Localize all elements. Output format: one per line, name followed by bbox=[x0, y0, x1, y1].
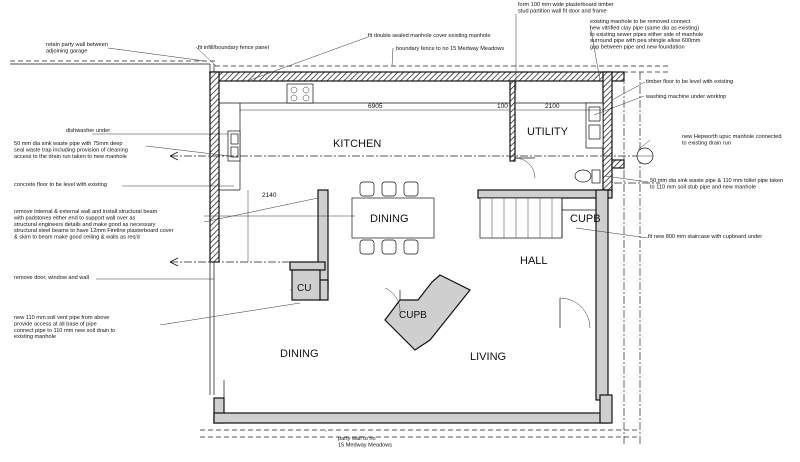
dim-dining-depth: 2140 bbox=[262, 192, 277, 199]
staircase bbox=[479, 197, 596, 239]
note-sink-waste: 50 mm dia sink waste pipe with 75mm deep… bbox=[14, 141, 128, 160]
room-dining-lower: DINING bbox=[280, 348, 319, 360]
kitchen-worktops bbox=[219, 83, 604, 191]
cu-cabinet bbox=[291, 269, 321, 301]
living-cupboard bbox=[384, 274, 471, 351]
note-remove-internal-wall: remove internal & external wall and inst… bbox=[13, 209, 174, 241]
room-hall: HALL bbox=[520, 255, 548, 267]
dimension-labels: 6905 100 2100 2140 bbox=[262, 103, 560, 199]
dining-table bbox=[351, 181, 435, 255]
dim-utility-width: 2100 bbox=[545, 103, 560, 110]
dim-kitchen-short: 100 bbox=[497, 103, 508, 110]
boundary-lines bbox=[10, 60, 670, 445]
room-living: LIVING bbox=[470, 351, 506, 363]
room-utility: UTILITY bbox=[527, 126, 569, 138]
note-washing-machine: washing machine under worktop bbox=[645, 94, 726, 100]
note-new-staircase: fit new 800 mm staircase with cupboard u… bbox=[648, 234, 762, 240]
note-concrete-floor: concrete floor to be level with existing bbox=[14, 182, 107, 188]
room-cupb-living: CUPB bbox=[399, 310, 427, 321]
room-labels: KITCHEN UTILITY DINING CUPB HALL CU CUPB… bbox=[280, 126, 601, 363]
room-dining-upper: DINING bbox=[370, 213, 409, 225]
utility-partition bbox=[509, 80, 536, 179]
note-double-sealed-manhole: fit double sealed manhole cover existing… bbox=[368, 33, 491, 39]
note-boundary-fence: boundary fence to no 15 Medway Meadows bbox=[396, 46, 504, 52]
leader-lines bbox=[92, 14, 651, 432]
existing-walls bbox=[213, 189, 613, 424]
note-timber-floor: timber floor to be level with existing bbox=[646, 79, 733, 85]
drain-run bbox=[169, 147, 660, 284]
note-fit-infill-fence: fit infill/boundary fence panel bbox=[198, 45, 269, 51]
room-cupb-hall: CUPB bbox=[570, 213, 601, 225]
room-kitchen: KITCHEN bbox=[333, 138, 381, 150]
room-cu: CU bbox=[297, 283, 311, 294]
note-remove-door: remove door, window and wall bbox=[14, 275, 89, 281]
dim-kitchen-length: 6905 bbox=[368, 103, 383, 110]
note-sink-toilet-pipe: 50 mm dia sink waste pipe & 110 mm toile… bbox=[650, 178, 783, 190]
dimension-lines bbox=[239, 106, 603, 262]
note-dishwasher: dishwasher under bbox=[66, 128, 110, 134]
